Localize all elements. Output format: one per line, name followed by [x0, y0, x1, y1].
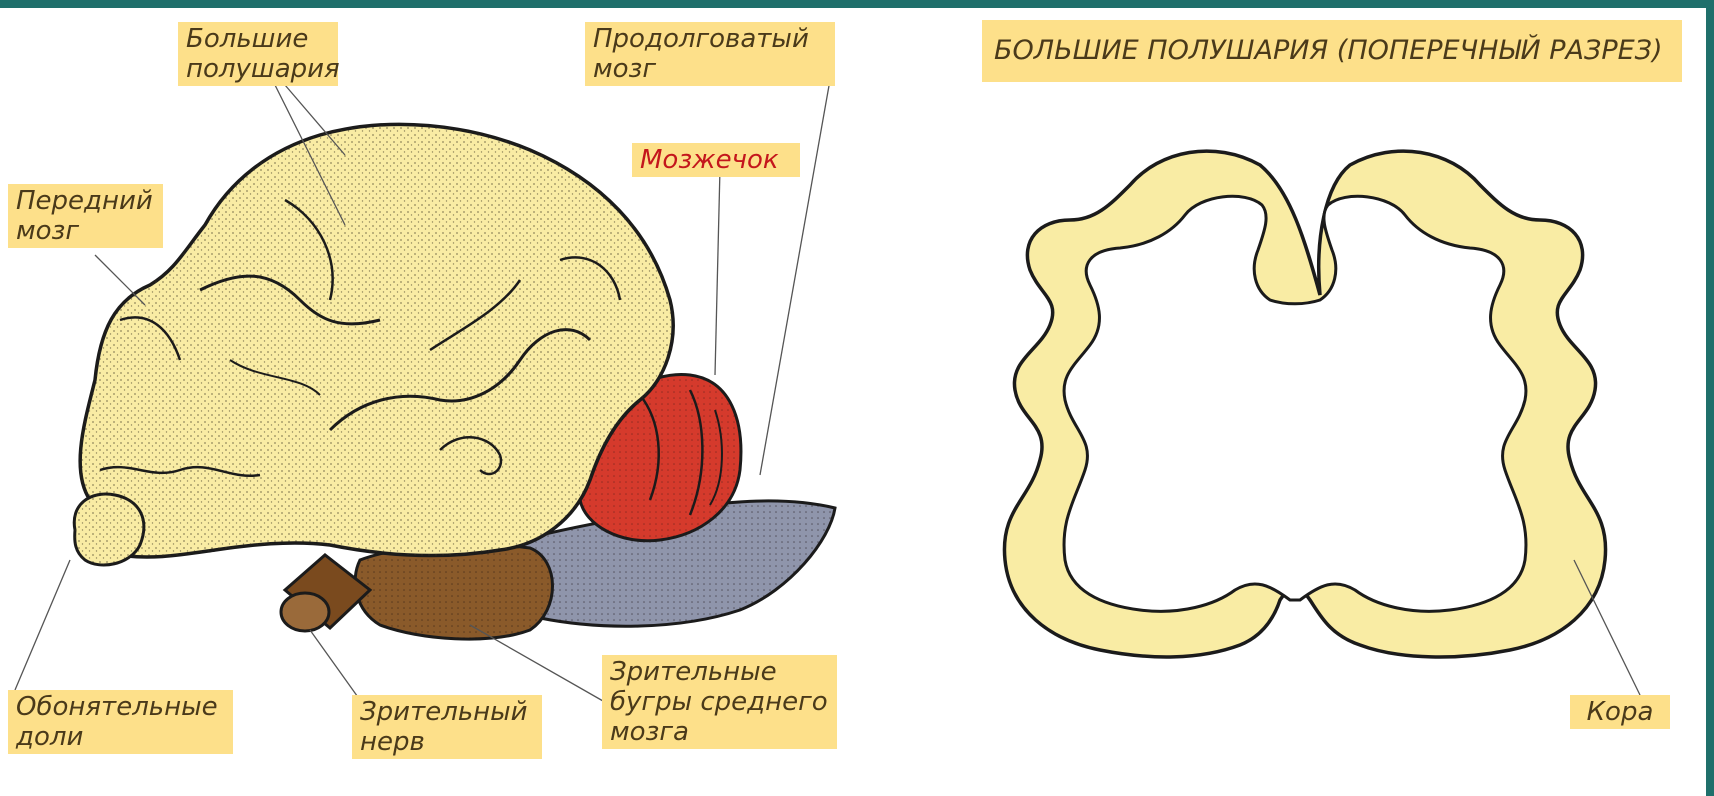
olfactory-lobe-shape [74, 494, 144, 565]
label-cortex: Кора [1570, 695, 1670, 729]
cross-section-shape [1004, 151, 1605, 657]
label-forebrain: Передний мозг [8, 184, 163, 248]
label-optic-nerve: Зрительный нерв [352, 695, 542, 759]
label-medulla: Продолговатый мозг [585, 22, 835, 86]
cortex-leader-line [1574, 560, 1640, 695]
label-cerebellum: Мозжечок [632, 143, 800, 177]
hemisphere-shape [80, 124, 673, 557]
label-olfactory: Обонятельные доли [8, 690, 233, 754]
label-hemispheres: Большие полушария [178, 22, 338, 86]
label-optic-tubercles: Зрительные бугры среднего мозга [602, 655, 837, 749]
section-title: БОЛЬШИЕ ПОЛУШАРИЯ (ПОПЕРЕЧНЫЙ РАЗРЕЗ) [982, 20, 1682, 82]
optic-tubercles-shape [355, 544, 552, 639]
